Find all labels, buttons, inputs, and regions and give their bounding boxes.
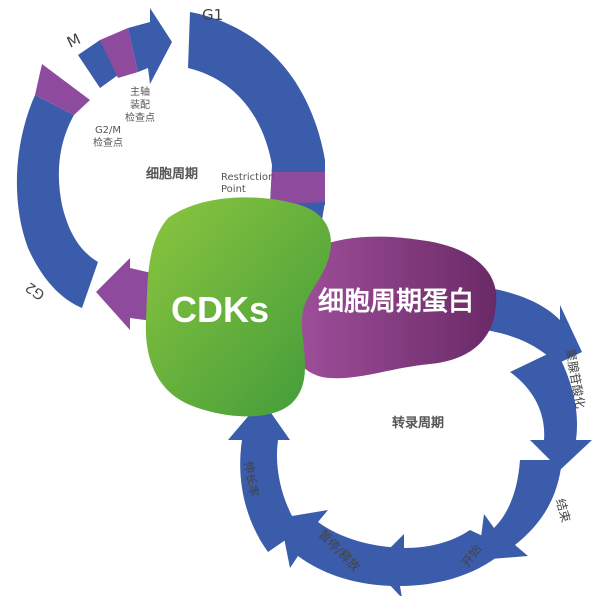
cdks-label: CDKs bbox=[171, 289, 269, 330]
spindle-checkpoint-line-2: 装配 bbox=[130, 98, 150, 111]
g1-arc bbox=[188, 12, 325, 205]
m-to-g1-arrow bbox=[128, 8, 172, 84]
g2-arc bbox=[16, 95, 99, 308]
pause-release-arrow bbox=[280, 510, 400, 586]
cyclin-label: 细胞周期蛋白 bbox=[318, 286, 474, 317]
elongation-arrow bbox=[228, 400, 300, 552]
cdks-blob bbox=[145, 197, 332, 417]
end-arrow bbox=[478, 460, 562, 560]
g2-label: G2 bbox=[23, 278, 48, 302]
g2m-checkpoint-line-2: 检查点 bbox=[93, 136, 123, 149]
start-arrow bbox=[372, 530, 508, 596]
g2m-checkpoint-segment bbox=[35, 64, 90, 115]
ser5-arrow bbox=[470, 285, 582, 372]
g2m-checkpoint-line-1: G2/M bbox=[95, 125, 121, 136]
cdk-to-g2-arrow bbox=[96, 258, 160, 330]
m-label: M bbox=[64, 30, 83, 52]
g1-label: G1 bbox=[202, 6, 223, 24]
spindle-checkpoint-line-3: 检查点 bbox=[125, 111, 155, 124]
elongation-label: 伸长率 bbox=[241, 460, 262, 498]
cyclin-blob bbox=[289, 236, 497, 379]
transcription-cycle-title: 转录周期 bbox=[392, 415, 444, 431]
restriction-point-line-2: Point bbox=[221, 184, 246, 195]
cell-cycle-title: 细胞周期 bbox=[146, 166, 198, 182]
spindle-checkpoint-line-1: 主轴 bbox=[130, 85, 150, 98]
restriction-point-line-1: Restriction bbox=[221, 172, 274, 183]
spindle-checkpoint-segment bbox=[100, 28, 138, 78]
restriction-point-segment bbox=[270, 172, 325, 205]
end-label: 结束 bbox=[553, 497, 573, 524]
polyadenylation-arrow bbox=[510, 350, 592, 470]
m-arrow bbox=[78, 40, 118, 88]
